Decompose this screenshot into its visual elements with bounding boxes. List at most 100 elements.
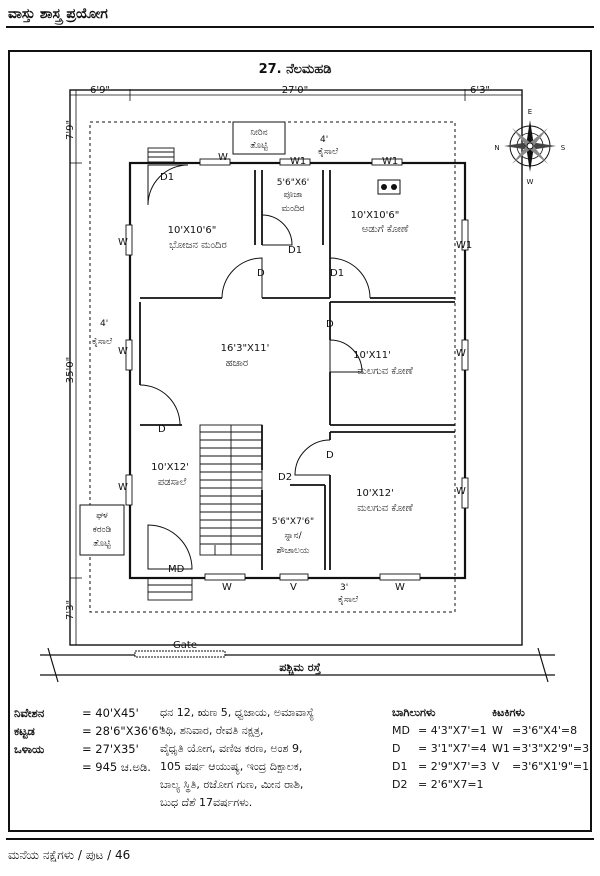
plan-title: 27. ನೆಲಮಹಡಿ [259,62,332,77]
septic-tank-box [79,504,125,556]
window-label-w-bed1: W [456,348,466,359]
compass-s: S [561,144,566,152]
window-label-w-veranda: W [118,482,128,493]
window-code: W1 [492,742,510,755]
front-steps [147,147,193,601]
bed1-name: ಮಲಗುವ ಕೋಣೆ [357,366,413,377]
compass-w: W [527,178,534,186]
window-label-w-dining: W [118,237,128,248]
footer-rule [6,838,594,840]
building-value: = 28'6"X36'6" [82,724,164,738]
interior-walls [139,170,455,570]
water-tank-box [232,121,286,155]
water-tank-line2: ತೊಟ್ಟಿ [250,141,268,151]
door-spec: = 3'1"X7'=4 [418,742,487,755]
interior-value: = 27'X35' [82,742,139,756]
header-title: ವಾಸ್ತು ಶಾಸ್ತ್ರ ಪ್ರಯೋಗ [8,6,108,22]
window-spec: =3'3"X2'9"=3 [512,742,590,755]
hall-size: 16'3"X11' [221,343,270,354]
dim-right-setback: 6'3" [470,85,490,96]
door-label-d2-bath: D2 [278,472,292,483]
window-label-w1-pooja: W1 [290,156,306,167]
gate-label: Gate [173,640,197,651]
sunshade-bottom-label: ಕೈಸಾಲೆ [338,595,359,605]
door-label-d-dining: D [257,268,265,279]
bed2-name: ಮಲಗುವ ಕೋಣೆ [357,503,413,514]
door-spec: = 2'9"X7'=3 [418,760,487,773]
door-spec: = 4'3"X7'=1 [418,724,487,737]
dim-bottom-setback: 7'3" [65,600,76,620]
floor-plan: 27. ನೆಲಮಹಡಿ 6'9" 27'0" 6'3" 7'9" 35'0" 7… [40,62,566,683]
astro-line: ಧನ 12, ಋಣ 5, ಧ್ವಜಾಯ, ಅಮಾವಾಸ್ಯೆ [160,706,315,719]
door-label-d-bed1: D [326,319,334,330]
road [40,647,555,683]
window-marks [125,158,469,581]
site-info: ನಿವೇಶನ= 40'X45' ಕಟ್ಟಡ= 28'6"X36'6" ಒಳಾಯ=… [14,704,164,776]
veranda-name: ಪಡಸಾಲೆ [158,477,187,488]
hall-name: ಹಜಾರ [226,358,248,369]
door-label-d1-pooja: D1 [288,245,302,256]
door-swings [139,164,371,570]
window-label-w-hall: W [118,346,128,357]
site-boundary [69,89,523,646]
staircase [199,424,263,556]
dining-name: ಭೋಜನ ಮಂದಿರ [169,240,227,251]
page-frame [8,50,592,832]
top-dimensions [70,89,522,101]
door-code: D2 [392,778,408,791]
window-label-w-top: W [218,152,228,163]
stove [377,179,401,195]
footer-text: ಮನೆಯ ನಕ್ಷೆಗಳು / ಪುಟ / 46 [8,848,131,862]
window-spec: =3'6"X4'=8 [512,724,578,737]
astro-line: ತಿಥಿ, ಶನಿವಾರ, ರೇವತಿ ನಕ್ಷತ್ರ, [160,724,264,737]
sunshade-top-label: ಕೈಸಾಲೆ [318,147,339,157]
window-spec: =3'6"X1'9"=1 [512,760,590,773]
area-value: = 945 ಚ.ಅಡಿ. [82,760,151,774]
bath-size: 5'6"X7'6" [272,517,314,527]
doors-table: ಬಾಗಿಲುಗಳು MD= 4'3"X7'=1 D= 3'1"X7'=4 D1=… [392,704,487,794]
site-value: = 40'X45' [82,706,139,720]
astro-line: ಬುಧ ದೆಶೆ 17ವರ್ಷಗಳು. [160,796,253,809]
window-label-w1-right: W1 [456,240,472,251]
road-label: ಪಶ್ಚಿಮ ರಸ್ತೆ [279,661,321,676]
septic-line1: ಘಳ [96,511,108,521]
window-code: V [492,760,500,773]
compass-e: E [528,108,532,116]
windows-title: ಕಿಟಕಿಗಳು [492,706,525,719]
door-code: D1 [392,760,408,773]
septic-line2: ಕರಂಡಿ [93,525,112,535]
gate-icon [134,650,226,658]
kitchen-size: 10'X10'6" [351,210,400,221]
water-tank-line1: ನೀರಿನ [250,128,267,138]
sunshade-bottom-size: 3' [340,583,348,593]
door-label-md: MD [168,564,185,575]
pooja-size: 5'6"X6' [277,178,309,188]
pooja-line1: ಪೂಜಾ [284,190,303,200]
sunshade-left-size: 4' [100,319,108,329]
sunshade-top-size: 4' [320,135,328,145]
dim-width: 27'0" [282,85,308,96]
door-label-d1-dining: D1 [160,172,174,183]
header-rule [6,26,594,28]
windows-table: ಕಿಟಕಿಗಳು W =3'6"X4'=8 W1=3'3"X2'9"=3 V =3'… [492,704,589,776]
door-label-d-veranda: D [158,424,166,435]
astro-line: ಬಾಲ್ಯ ಸ್ಥಿತಿ, ರಜೋಗ ಗುಣ, ಮೀನ ರಾಶಿ, [160,778,304,791]
window-code: W [492,724,503,737]
left-dimensions [70,90,82,645]
pooja-line2: ಮಂದಿರ [281,204,304,214]
septic-line3: ತೊಟ್ಟಿ [93,539,111,549]
bath-line2: ಶೌಚಾಲಯ [276,546,309,556]
compass-icon [504,120,556,172]
door-label-d1-kitchen: D1 [330,268,344,279]
dining-size: 10'X10'6" [168,225,217,236]
dim-top-setback: 7'9" [65,120,76,140]
doors-title: ಬಾಗಿಲುಗಳು [392,706,436,719]
bed1-size: 10'X11' [353,350,391,361]
window-label-w1-kitchen: W1 [382,156,398,167]
door-code: D [392,742,401,755]
building-label: ಕಟ್ಟಡ [14,724,35,738]
site-label: ನಿವೇಶನ [14,706,45,720]
door-label-d-bed2: D [326,450,334,461]
dim-left-setback: 6'9" [90,85,110,96]
window-label-w-bed2: W [456,486,466,497]
